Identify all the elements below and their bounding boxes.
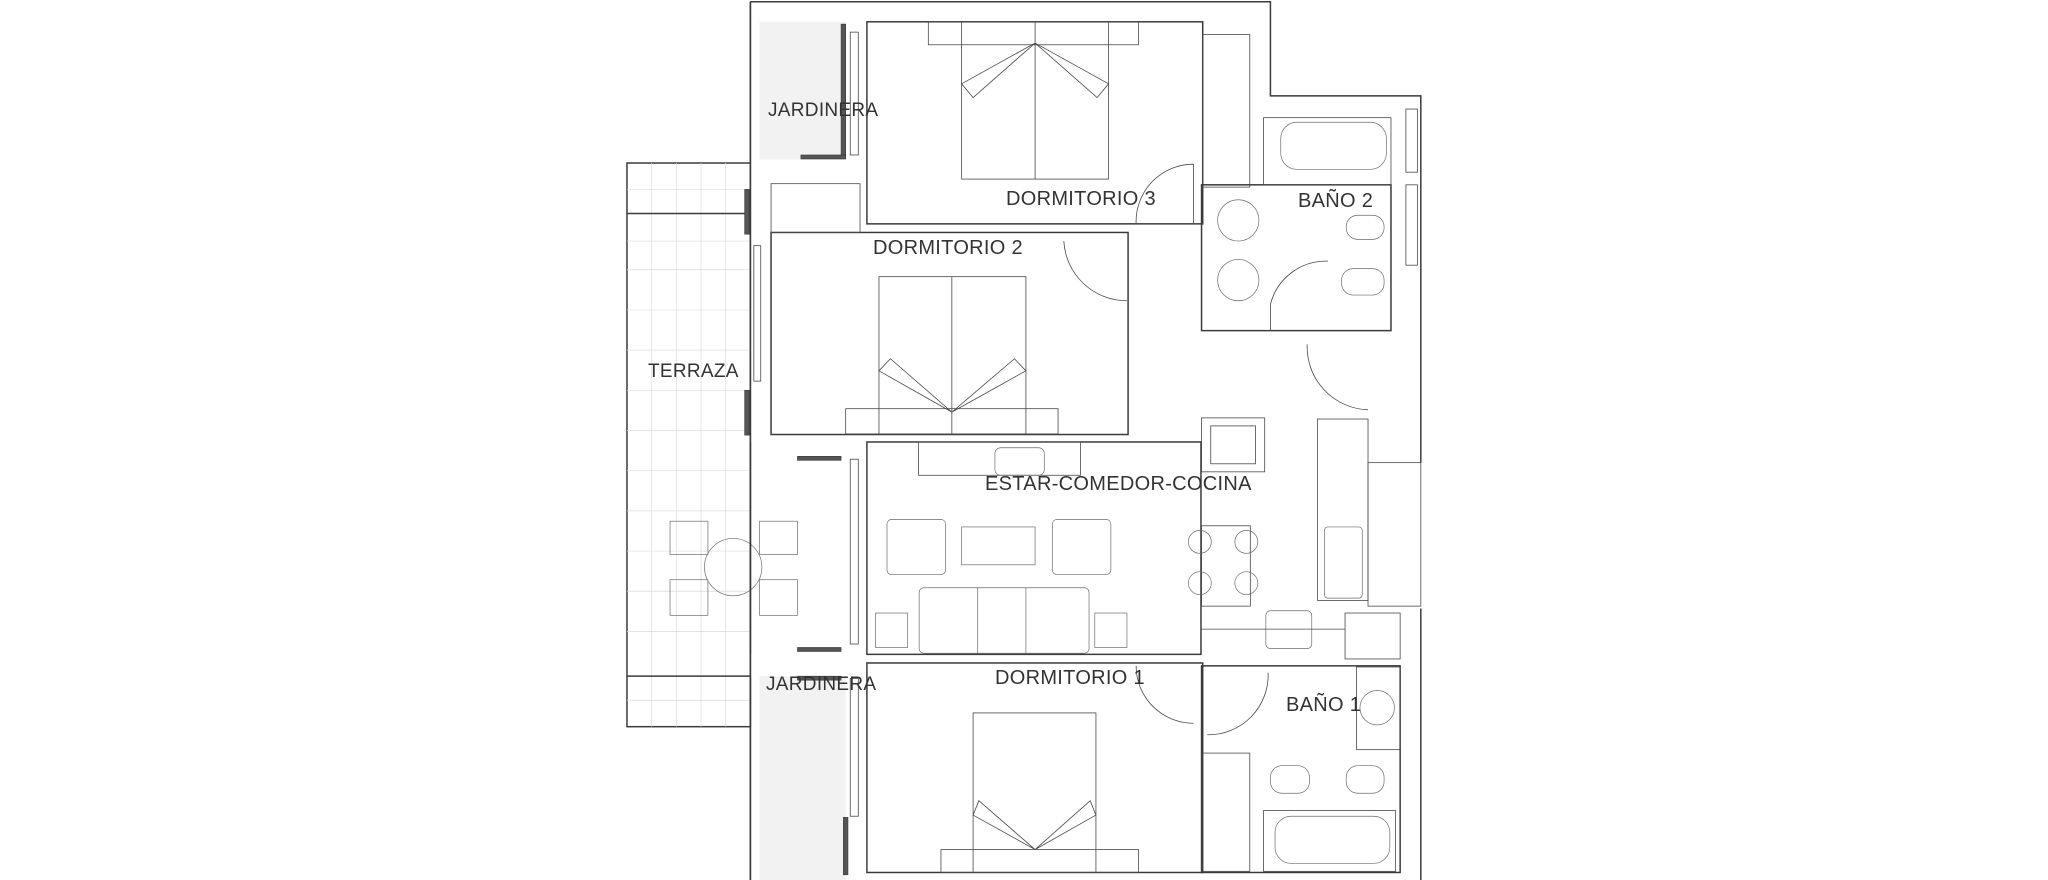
- label-dormitorio-1: DORMITORIO 1: [995, 667, 1145, 689]
- label-jardinera-top: JARDINERA: [768, 100, 878, 121]
- label-bano-2: BAÑO 2: [1298, 188, 1373, 212]
- terrace: [626, 162, 798, 728]
- label-terraza: TERRAZA: [648, 361, 739, 382]
- label-estar-comedor-cocina: ESTAR-COMEDOR-COCINA: [985, 473, 1252, 495]
- outer-wall: [749, 0, 1422, 880]
- label-dormitorio-3: DORMITORIO 3: [1006, 188, 1156, 210]
- label-dormitorio-2: DORMITORIO 2: [873, 237, 1023, 259]
- label-bano-1: BAÑO 1: [1286, 692, 1361, 716]
- label-jardinera-bottom: JARDINERA: [766, 674, 876, 695]
- planter-bottom: [759, 676, 846, 880]
- planter-top: [759, 21, 846, 160]
